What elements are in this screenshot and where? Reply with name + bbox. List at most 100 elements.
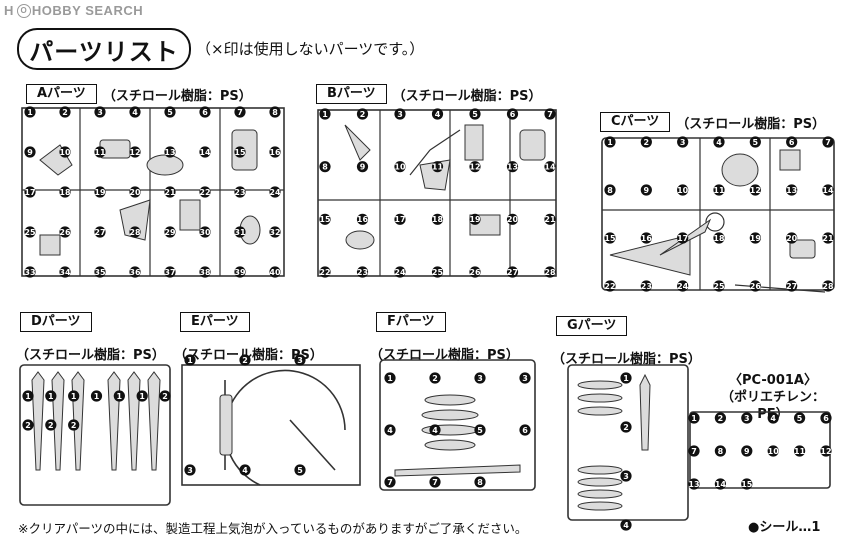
part-number-b-22: 22 — [319, 266, 331, 278]
section-d-label: Dパーツ — [20, 312, 92, 332]
pc-code: 〈PC-001A〉 — [729, 373, 817, 388]
svg-text:21: 21 — [544, 215, 556, 224]
part-number-pc-1: 1 — [688, 412, 700, 424]
svg-text:23: 23 — [641, 282, 652, 291]
svg-text:9: 9 — [360, 162, 366, 171]
svg-text:10: 10 — [59, 148, 71, 157]
part-number-f-3: 3 — [474, 372, 486, 384]
svg-text:2: 2 — [71, 421, 77, 430]
svg-text:28: 28 — [822, 282, 834, 291]
part-number-c-22: 22 — [604, 280, 616, 292]
part-number-d-2: 2 — [68, 419, 80, 431]
svg-text:18: 18 — [713, 234, 725, 243]
part-number-g-4: 4 — [620, 519, 632, 531]
part-number-b-24: 24 — [394, 266, 406, 278]
svg-text:36: 36 — [129, 268, 141, 277]
part-number-b-25: 25 — [431, 266, 443, 278]
svg-text:18: 18 — [432, 215, 444, 224]
svg-text:24: 24 — [677, 282, 689, 291]
svg-text:3: 3 — [680, 138, 686, 147]
part-number-a-38: 38 — [199, 266, 211, 278]
svg-text:4: 4 — [132, 108, 138, 117]
svg-text:26: 26 — [469, 268, 481, 277]
part-number-a-9: 9 — [24, 146, 36, 158]
part-number-pc-2: 2 — [714, 412, 727, 424]
svg-text:10: 10 — [677, 186, 689, 195]
svg-text:2: 2 — [360, 110, 366, 119]
part-number-e-1: 1 — [184, 354, 196, 366]
section-e-label: Eパーツ — [180, 312, 250, 332]
section-g-label: Gパーツ — [556, 316, 628, 336]
part-number-c-17: 17 — [677, 232, 689, 244]
svg-text:14: 14 — [544, 162, 556, 171]
svg-text:9: 9 — [644, 186, 650, 195]
part-number-b-23: 23 — [356, 266, 369, 278]
svg-text:37: 37 — [164, 268, 175, 277]
part-number-b-5: 5 — [469, 108, 481, 120]
svg-text:2: 2 — [25, 421, 31, 430]
part-number-e-2: 2 — [239, 354, 251, 366]
svg-text:19: 19 — [469, 215, 481, 224]
part-number-c-28: 28 — [822, 280, 834, 292]
part-number-a-18: 18 — [59, 186, 71, 198]
part-number-d-1: 1 — [45, 390, 57, 402]
part-number-d-1: 1 — [68, 390, 80, 402]
svg-text:8: 8 — [272, 108, 278, 117]
part-number-a-20: 20 — [129, 186, 141, 198]
part-number-pc-12: 12 — [820, 445, 832, 457]
part-number-a-1: 1 — [24, 106, 36, 118]
part-number-a-21: 21 — [164, 186, 176, 198]
part-number-f-8: 8 — [474, 476, 486, 488]
svg-text:15: 15 — [741, 480, 753, 489]
part-number-a-3: 3 — [94, 106, 106, 118]
svg-text:5: 5 — [297, 466, 303, 475]
svg-text:22: 22 — [199, 188, 210, 197]
runner-d-frame — [19, 364, 171, 506]
svg-text:13: 13 — [786, 186, 797, 195]
part-number-b-26: 26 — [469, 266, 481, 278]
part-number-b-4: 4 — [431, 108, 444, 120]
svg-text:9: 9 — [27, 148, 33, 157]
svg-text:13: 13 — [164, 148, 175, 157]
svg-text:16: 16 — [357, 215, 369, 224]
svg-text:2: 2 — [62, 108, 68, 117]
part-number-pc-7: 7 — [688, 445, 700, 457]
part-number-a-7: 7 — [234, 106, 246, 118]
svg-text:3: 3 — [97, 108, 103, 117]
svg-text:5: 5 — [167, 108, 173, 117]
svg-text:4: 4 — [387, 426, 393, 435]
part-number-a-37: 37 — [164, 266, 176, 278]
part-number-c-14: 14 — [822, 184, 834, 196]
part-number-a-25: 25 — [24, 226, 36, 238]
part-number-d-1: 1 — [136, 390, 148, 402]
part-number-e-5: 5 — [294, 464, 306, 476]
part-number-c-9: 9 — [640, 184, 652, 196]
svg-text:34: 34 — [59, 268, 71, 277]
part-number-a-26: 26 — [59, 226, 71, 238]
section-f-label: Fパーツ — [376, 312, 446, 332]
svg-text:12: 12 — [129, 148, 140, 157]
svg-text:25: 25 — [713, 282, 725, 291]
svg-text:20: 20 — [129, 188, 141, 197]
part-number-a-32: 32 — [269, 226, 281, 238]
part-number-b-8: 8 — [319, 161, 331, 173]
svg-text:4: 4 — [623, 521, 629, 530]
part-number-d-1: 1 — [113, 390, 125, 402]
part-number-a-35: 35 — [94, 266, 106, 278]
svg-text:3: 3 — [623, 472, 629, 481]
svg-text:2: 2 — [718, 414, 724, 423]
svg-text:35: 35 — [94, 268, 106, 277]
svg-text:1: 1 — [117, 392, 123, 401]
part-number-f-4: 4 — [429, 424, 441, 436]
svg-text:4: 4 — [242, 466, 248, 475]
part-number-c-4: 4 — [713, 136, 725, 148]
svg-text:11: 11 — [432, 162, 444, 171]
svg-text:12: 12 — [469, 162, 480, 171]
part-number-a-22: 22 — [199, 186, 211, 198]
part-number-f-7: 7 — [384, 476, 396, 488]
svg-text:15: 15 — [319, 215, 331, 224]
svg-text:11: 11 — [794, 447, 806, 456]
